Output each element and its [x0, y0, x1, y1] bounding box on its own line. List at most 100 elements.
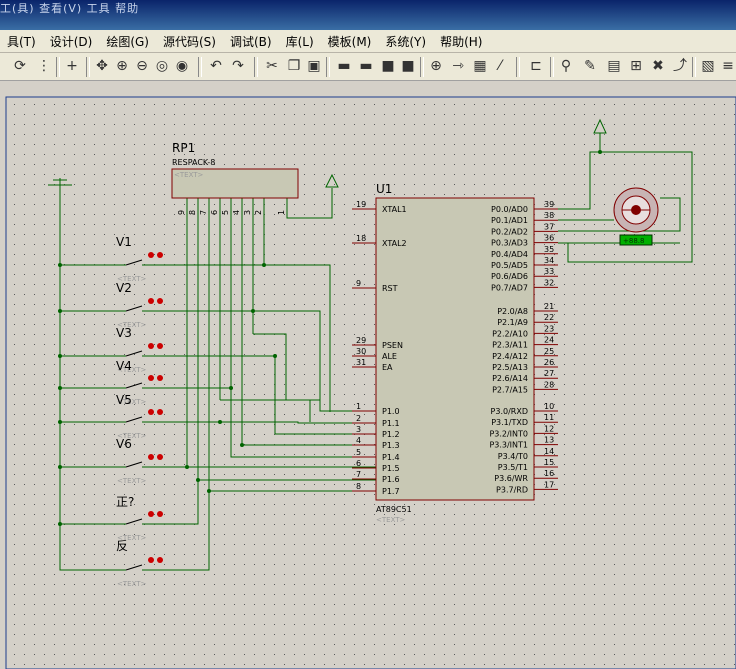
goto-sheet-icon[interactable]: ⤴: [673, 58, 687, 74]
menu-library[interactable]: 库(L): [285, 34, 314, 49]
switch-8[interactable]: 反<TEXT>: [116, 539, 163, 588]
switch-label: V5: [116, 393, 132, 407]
u1-pin-6[interactable]: 6P1.5: [352, 459, 400, 473]
decompose-icon[interactable]: ⁄: [498, 58, 502, 74]
bom-icon[interactable]: ▧: [701, 58, 715, 74]
search-icon[interactable]: ⚲: [560, 58, 572, 74]
block-delete-icon[interactable]: ■: [401, 58, 415, 74]
delete-sheet-icon[interactable]: ✖: [652, 58, 664, 74]
pin-number: 10: [544, 402, 554, 411]
switch-1[interactable]: V1<TEXT>: [116, 235, 163, 283]
switch-label: 正?: [116, 495, 134, 509]
make-device-icon[interactable]: ⇾: [452, 58, 464, 74]
redo-icon[interactable]: ↷: [232, 58, 244, 74]
add-sheet-icon[interactable]: ⊞: [630, 58, 642, 74]
editing-window[interactable]: RP1 RESPACK-8 <TEXT> 9 8 7 6 5 4 3 2 1 V…: [0, 81, 736, 669]
block-rotate-icon[interactable]: ■: [381, 58, 395, 74]
grid-icon[interactable]: ⋮: [37, 58, 51, 74]
u1-pin-7[interactable]: 7P1.6: [352, 470, 400, 484]
zoom-all-icon[interactable]: ◎: [155, 58, 169, 74]
wire-autoroute-icon[interactable]: ⊏: [530, 58, 542, 74]
menu-system[interactable]: 系统(Y): [385, 34, 427, 49]
menu-graph[interactable]: 绘图(G): [106, 34, 149, 49]
zoom-out-icon[interactable]: ⊖: [136, 58, 148, 74]
switch-6[interactable]: V6<TEXT>: [116, 437, 163, 485]
u1-pin-2[interactable]: 2P1.1: [352, 414, 400, 428]
menu-tools[interactable]: 具(T): [7, 34, 36, 49]
u1-pin-8[interactable]: 8P1.7: [352, 482, 400, 496]
switch-4[interactable]: V4<TEXT>: [116, 359, 163, 406]
rp1-respack[interactable]: RP1 RESPACK-8 <TEXT> 9 8 7 6 5 4 3 2 1: [171, 141, 299, 215]
pin-name: P3.4/T0: [498, 452, 528, 461]
undo-icon[interactable]: ↶: [210, 58, 222, 74]
block-move-icon[interactable]: ▬: [359, 58, 373, 74]
stepper-motor[interactable]: +88.8: [613, 187, 659, 246]
u1-pin-4[interactable]: 4P1.3: [352, 436, 400, 450]
rp1-pin3: 3: [243, 210, 252, 215]
menu-source[interactable]: 源代码(S): [162, 34, 216, 49]
origin-icon[interactable]: +: [66, 58, 78, 74]
u1-at89c51[interactable]: U1 AT89C51 <TEXT> 19XTAL118XTAL29RST29PS…: [352, 182, 558, 524]
pin-number: 30: [356, 347, 366, 356]
netlist-icon[interactable]: ≡: [722, 58, 734, 74]
cut-icon[interactable]: ✂: [266, 58, 278, 74]
switch-5[interactable]: V5<TEXT>: [116, 393, 163, 440]
block-copy-icon[interactable]: ▬: [337, 58, 351, 74]
switch-7[interactable]: 正?<TEXT>: [116, 495, 163, 542]
u1-ref: U1: [376, 182, 392, 196]
u1-pin-5[interactable]: 5P1.4: [352, 448, 400, 462]
copy-icon[interactable]: ❐: [287, 58, 301, 74]
switch-3[interactable]: V3<TEXT>: [116, 326, 163, 374]
paste-icon[interactable]: ▣: [307, 58, 321, 74]
pin-number: 5: [356, 448, 361, 457]
property-assign-icon[interactable]: ✎: [584, 58, 596, 74]
zoom-in-icon[interactable]: ⊕: [116, 58, 128, 74]
package-icon[interactable]: ▦: [473, 58, 487, 74]
menu-help[interactable]: 帮助(H): [440, 34, 483, 49]
switch-2[interactable]: V2<TEXT>: [116, 281, 163, 329]
pin-number: 1: [356, 402, 361, 411]
zoom-area-icon[interactable]: ◉: [175, 58, 189, 74]
schematic-sheet[interactable]: RP1 RESPACK-8 <TEXT> 9 8 7 6 5 4 3 2 1 V…: [0, 81, 736, 669]
menu-template[interactable]: 模板(M): [327, 34, 372, 49]
u1-pin-1[interactable]: 1P1.0: [352, 402, 400, 416]
refresh-icon[interactable]: ⟳: [14, 58, 26, 74]
new-sheet-icon[interactable]: ▤: [607, 58, 621, 74]
pan-icon[interactable]: ✥: [96, 58, 108, 74]
pin-number: 2: [356, 414, 361, 423]
u1-pin-3[interactable]: 3P1.2: [352, 425, 400, 439]
pick-device-icon[interactable]: ⊕: [430, 58, 442, 74]
menu-debug[interactable]: 调试(B): [229, 34, 272, 49]
menu-design[interactable]: 设计(D): [49, 34, 93, 49]
